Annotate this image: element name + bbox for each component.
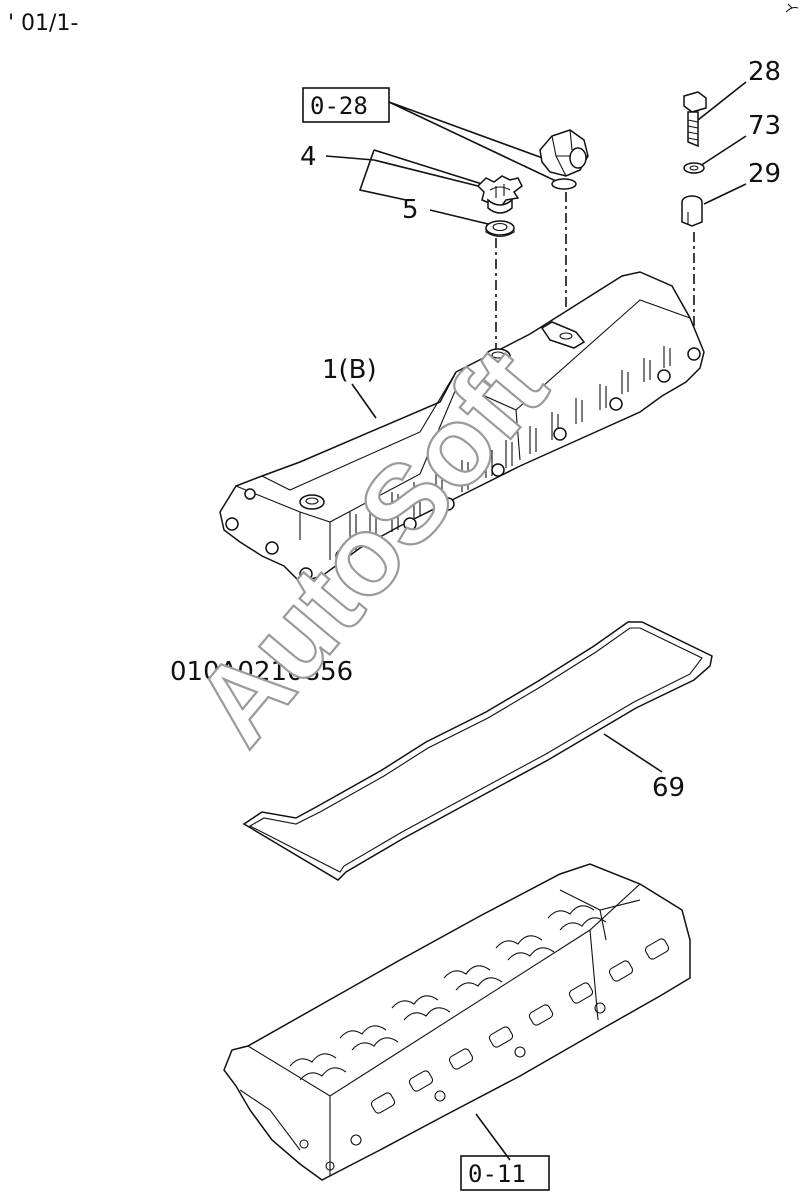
reference-box-bottom[interactable]: 0-11 (460, 1155, 550, 1191)
diagram-code: 010A0210856 (170, 657, 353, 687)
leader-ref-top-to-breather (388, 101, 559, 183)
callout-5: 5 (402, 195, 419, 225)
leader-69 (603, 733, 663, 773)
leader-28 (697, 81, 747, 121)
leader-4 (373, 149, 483, 185)
stud-29[interactable] (681, 195, 703, 227)
callout-28: 28 (748, 57, 781, 87)
bracket-4 (325, 149, 479, 201)
header-code: ' 01/1- (8, 11, 78, 36)
callout-69: 69 (652, 773, 685, 803)
leader-29 (703, 183, 747, 205)
leader-73 (699, 135, 747, 167)
callout-4: 4 (300, 142, 317, 172)
cylinder-head[interactable] (223, 863, 691, 1181)
callout-1b: 1(B) (322, 355, 377, 385)
breather-assembly[interactable] (539, 129, 589, 190)
callout-29: 29 (748, 159, 781, 189)
leader-ref-bottom (475, 1113, 511, 1161)
bolt-28[interactable] (683, 91, 707, 148)
reference-label-top: 0-28 (310, 92, 368, 120)
washer-73[interactable] (683, 162, 705, 174)
cylinder-head-cover[interactable] (219, 271, 705, 583)
oil-filler-cap[interactable] (476, 175, 523, 214)
callout-73: 73 (748, 111, 781, 141)
filler-seal-ring[interactable] (485, 220, 515, 238)
reference-label-bottom: 0-11 (468, 1160, 526, 1188)
leader-5 (429, 209, 489, 225)
head-cover-gasket[interactable] (242, 621, 713, 881)
leader-1b (351, 383, 377, 419)
reference-box-top[interactable]: 0-28 (302, 87, 390, 123)
corner-mark (785, 3, 799, 13)
